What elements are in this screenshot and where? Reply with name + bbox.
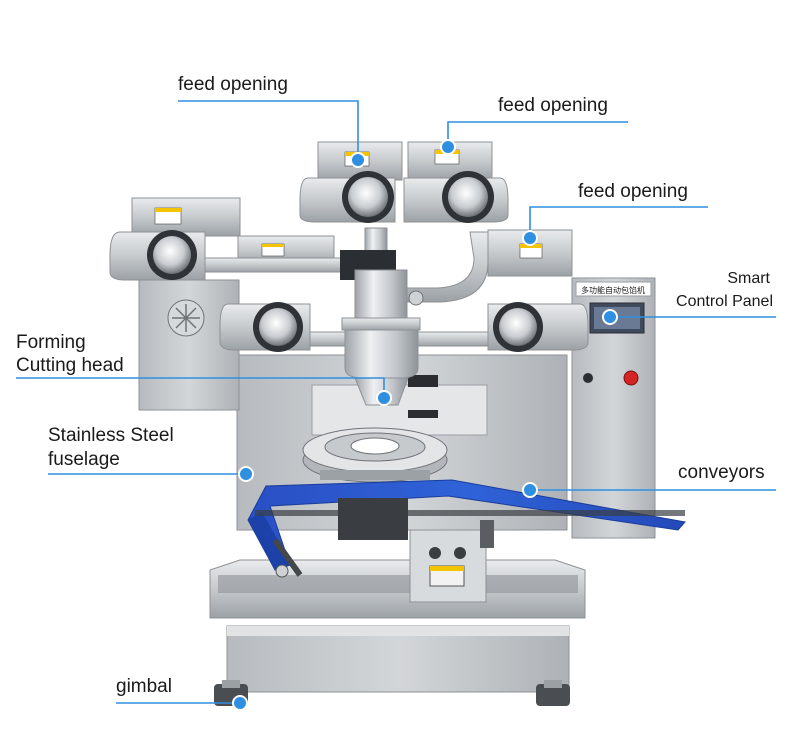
panel-sign-text: 多功能自动包馅机 bbox=[581, 285, 645, 295]
label-feed-opening-2: feed opening bbox=[498, 95, 608, 116]
callout-dots bbox=[232, 139, 618, 711]
label-control-panel-line1: Smart bbox=[727, 270, 770, 287]
label-gimbal: gimbal bbox=[116, 676, 172, 697]
marker-gimbal bbox=[232, 695, 248, 711]
feed-motors bbox=[109, 171, 589, 352]
marker-conveyors bbox=[522, 482, 538, 498]
callout-line-feed-opening-2 bbox=[447, 121, 628, 147]
callout-line-feed-opening-1 bbox=[178, 100, 359, 160]
base-plinth bbox=[226, 625, 570, 693]
marker-control-panel bbox=[602, 309, 618, 325]
label-stainless-line1: Stainless Steel bbox=[48, 425, 174, 446]
label-control-panel-line2: Control Panel bbox=[676, 293, 773, 310]
marker-feed-opening-2 bbox=[440, 139, 456, 155]
label-forming-head-line1: Forming bbox=[16, 332, 86, 353]
emergency-stop-icon bbox=[623, 370, 639, 386]
machine-illustration: 多功能自动包馅机 bbox=[109, 141, 686, 706]
label-feed-opening-1: feed opening bbox=[178, 74, 288, 95]
callouts bbox=[16, 100, 776, 704]
callout-line-feed-opening-3 bbox=[529, 206, 708, 238]
marker-stainless bbox=[238, 466, 254, 482]
label-forming-head-line2: Cutting head bbox=[16, 355, 124, 376]
label-feed-opening-3: feed opening bbox=[578, 181, 688, 202]
labels: feed opening feed opening feed opening S… bbox=[16, 74, 773, 697]
label-conveyors: conveyors bbox=[678, 462, 765, 483]
marker-forming-head bbox=[376, 390, 392, 406]
cutting-disk bbox=[302, 427, 448, 483]
marker-feed-opening-3 bbox=[522, 230, 538, 246]
forming-head bbox=[340, 250, 424, 406]
label-stainless-line2: fuselage bbox=[48, 449, 120, 470]
marker-feed-opening-1 bbox=[350, 152, 366, 168]
conveyor-belt bbox=[247, 479, 686, 578]
